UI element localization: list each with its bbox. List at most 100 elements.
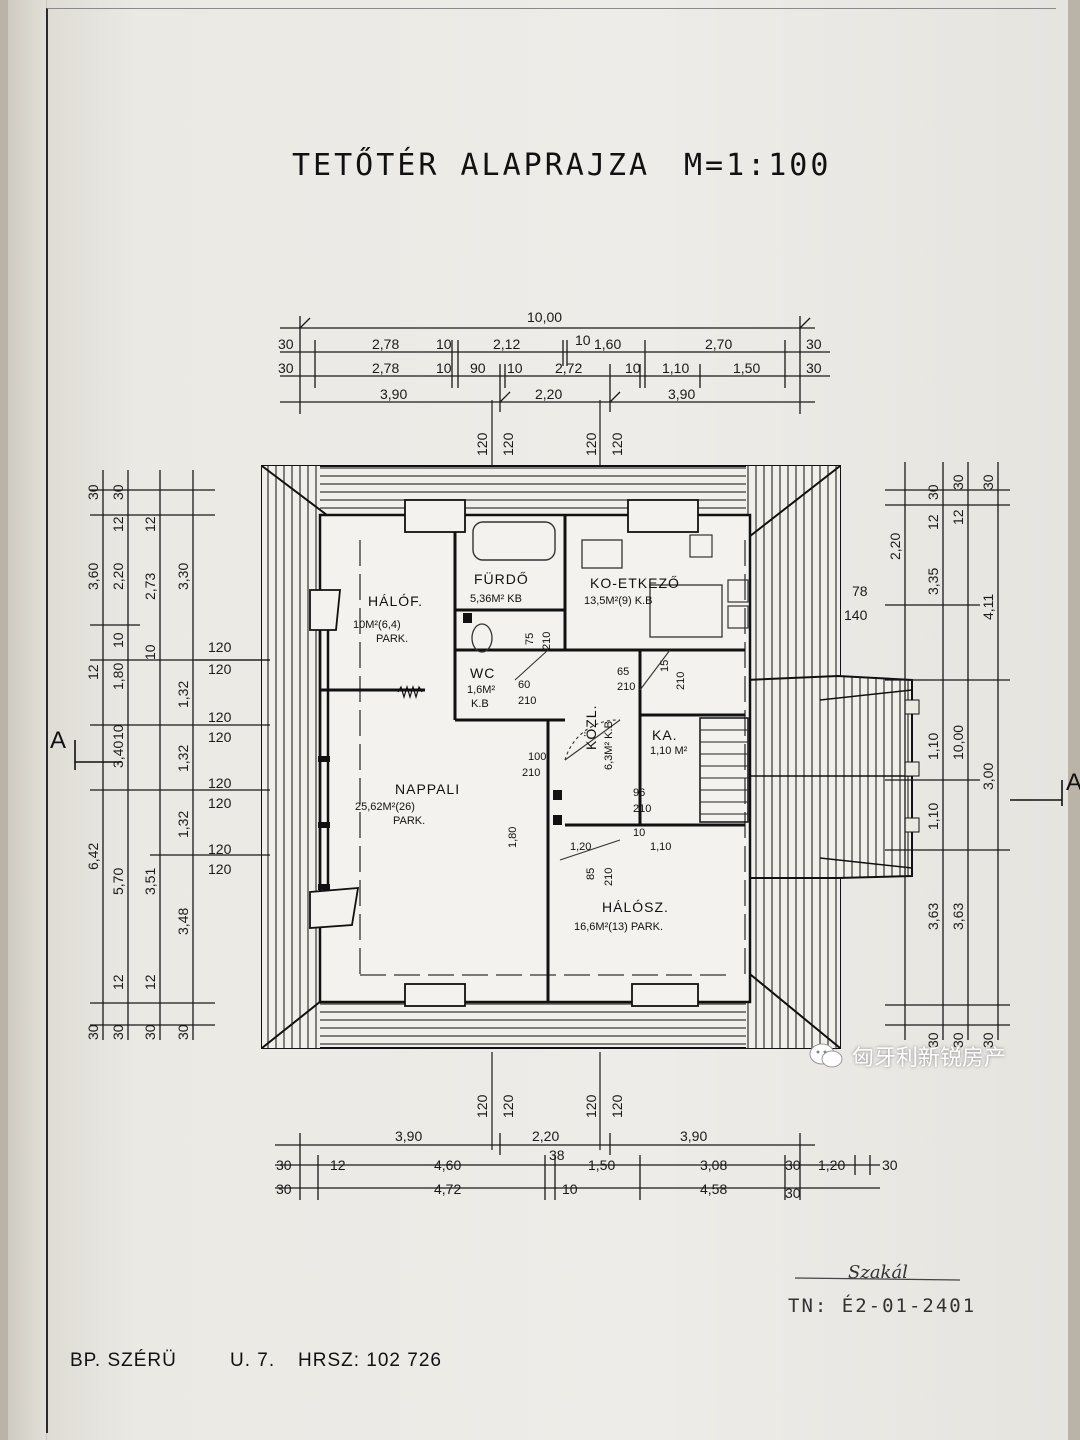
dim-top-total: 10,00: [527, 309, 562, 325]
room-furdo-name: FÜRDŐ: [474, 570, 529, 587]
room-furdo-area: 5,36M² KB: [470, 593, 522, 605]
door-label-10: 96: [633, 787, 645, 799]
dim-left-c2-6: 5,70: [110, 868, 126, 895]
dim-top-win-1: 120: [500, 432, 516, 456]
dim-bottom-r1-2: 3,90: [680, 1128, 707, 1144]
room-nappali-floor: PARK.: [393, 815, 425, 827]
door-label-0: 75: [524, 633, 536, 645]
dim-bottom-r3-0: 30: [276, 1181, 292, 1197]
dim-bottom-win-0: 120: [474, 1094, 490, 1118]
room-halof-name: HÁLÓF.: [368, 593, 423, 609]
dim-right-c1-0: 2,20: [887, 533, 903, 560]
dim-left-win-0: 120: [208, 639, 232, 655]
room-wc-name: WC: [470, 665, 495, 681]
dim-right-extra-0: 78: [852, 583, 868, 599]
dim-left-c1-0: 30: [85, 1024, 101, 1040]
dim-top-r1-2: 10: [436, 336, 452, 352]
door-label-17: 10: [633, 827, 645, 839]
dim-top-r2-6: 10: [625, 360, 641, 376]
dim-left-c4-2: 1,32: [175, 745, 191, 772]
dim-right-c4-0: 30: [980, 474, 996, 490]
watermark-text: 匈牙利新锐房产: [852, 1046, 1007, 1071]
dim-left-win-5: 120: [208, 795, 232, 811]
dim-left-c2-1: 2,20: [110, 563, 126, 590]
dim-right-c2-5: 3,63: [925, 903, 941, 930]
dim-right-c2-0: 30: [925, 484, 941, 500]
dim-left-c3-3: 3,51: [142, 868, 158, 895]
room-halosz-name: HÁLÓSZ.: [602, 899, 669, 915]
dim-left-c2-3: 1,80: [110, 663, 126, 690]
dim-left-c4-0: 3,30: [175, 563, 191, 590]
footer-number: U. 7.: [230, 1350, 275, 1371]
room-nappali-name: NAPPALI: [395, 781, 460, 797]
dim-left-c1-3: 6,42: [85, 843, 101, 870]
dim-left-c3-1: 2,73: [142, 573, 158, 600]
dim-right-c2-3: 1,10: [925, 733, 941, 760]
top-dimensions: [280, 316, 830, 414]
dim-left-c3-0: 12: [142, 516, 158, 532]
interior-rooms: [309, 499, 752, 1007]
plan-title: TETŐTÉR ALAPRAJZA: [292, 146, 650, 183]
dim-left-c2-7: 12: [110, 974, 126, 990]
page-frame: [46, 8, 1056, 1433]
dim-top-win-2: 120: [583, 432, 599, 456]
footer-hrsz: HRSZ: 102 726: [298, 1350, 442, 1371]
dim-bottom-r2-6: 30: [785, 1157, 801, 1173]
dim-bottom-win-1: 120: [500, 1094, 516, 1118]
dim-right-extra-1: 140: [844, 607, 868, 623]
dim-left-c4-1: 1,32: [175, 681, 191, 708]
dim-top-r2-4: 10: [507, 360, 523, 376]
bottom-dimensions: [275, 1133, 880, 1200]
dim-bottom-r2-7: 1,20: [818, 1157, 845, 1173]
dim-left-c3-2: 10: [142, 644, 158, 660]
dim-bottom-r2-0: 30: [276, 1157, 292, 1173]
dim-bottom-r2-4: 1,50: [588, 1157, 615, 1173]
room-halof-area: 10M²(6,4): [353, 619, 401, 631]
door-label-15: 210: [603, 868, 615, 886]
dim-right-c2-2: 3,35: [925, 568, 941, 595]
dim-top-r1-4: 10: [575, 332, 591, 348]
dim-top-r3-1: 2,20: [535, 386, 562, 402]
dim-bottom-r3-2: 10: [562, 1181, 578, 1197]
dim-left-c4-3: 1,32: [175, 811, 191, 838]
dim-bottom-r3-4: 30: [785, 1185, 801, 1201]
door-label-2: 60: [518, 679, 530, 691]
dim-left-c2-2: 12: [110, 516, 126, 532]
room-halosz-area: 16,6M²(13) PARK.: [574, 921, 663, 933]
dim-bottom-r2-2: 4,60: [434, 1157, 461, 1173]
dim-bottom-r3-3: 4,58: [700, 1181, 727, 1197]
room-konyha-name: KO-ETKEZŐ: [590, 575, 680, 591]
section-mark-left: A: [50, 727, 66, 754]
dim-left-c4-5: 30: [175, 1024, 191, 1040]
dim-left-c1-4: 30: [85, 484, 101, 500]
dim-top-r1-6: 2,70: [705, 336, 732, 352]
dim-left-c2-8: 30: [110, 1024, 126, 1040]
room-nappali-area: 25,62M²(26): [355, 801, 415, 813]
left-dimensions: [90, 470, 270, 1040]
room-konyha-area: 13,5M²(9) K.B: [584, 595, 652, 607]
dim-left-win-6: 120: [208, 841, 232, 857]
door-label-3: 210: [518, 695, 536, 707]
right-dimensions: [885, 462, 1010, 1040]
door-label-12: 1,20: [570, 841, 591, 853]
dim-top-r2-7: 1,10: [662, 360, 689, 376]
door-label-5: 210: [617, 681, 635, 693]
dim-right-c3-4: 30: [950, 1032, 966, 1048]
door-label-1: 210: [541, 632, 553, 650]
wechat-icon: [809, 1043, 843, 1068]
binding-edge: [8, 0, 47, 1440]
dim-right-c4-2: 3,00: [980, 763, 996, 790]
watermark: 匈牙利新锐房产: [808, 1036, 1006, 1076]
dim-bottom-r2-1: 12: [330, 1157, 346, 1173]
room-wc-area: 1,6M²: [467, 684, 495, 696]
dim-top-r2-3: 90: [470, 360, 486, 376]
signature-line: [794, 1277, 961, 1281]
dim-right-c2-6: 30: [925, 1032, 941, 1048]
signature-name: Szakál: [848, 1262, 908, 1283]
plan-scale: M=1:100: [684, 148, 831, 183]
door-label-7: 210: [675, 672, 687, 690]
dim-bottom-r1-0: 3,90: [395, 1128, 422, 1144]
dim-bottom-r2-5: 3,08: [700, 1157, 727, 1173]
dim-top-win-0: 120: [474, 432, 490, 456]
